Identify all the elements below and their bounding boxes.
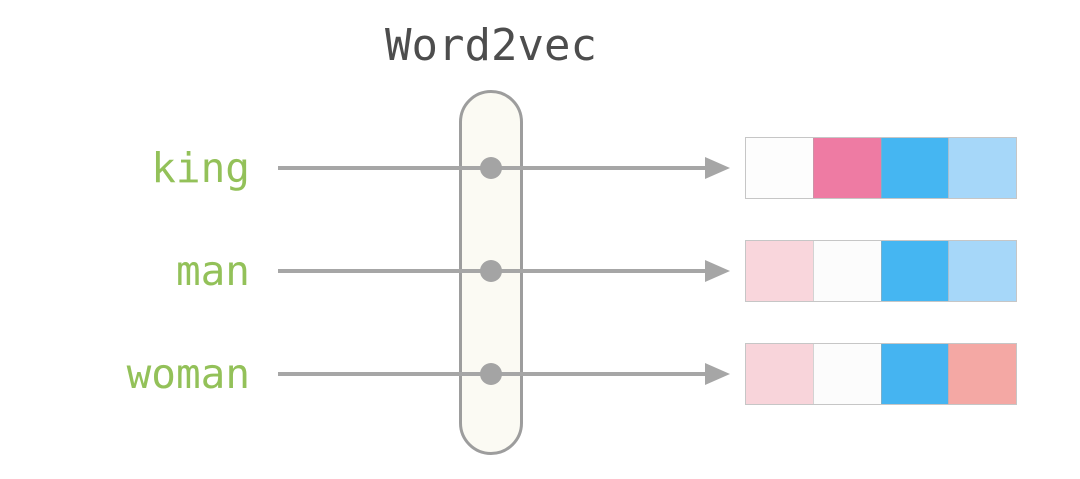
vector-cell [948, 344, 1016, 404]
word-label: man [175, 247, 250, 295]
word-label: king [151, 144, 250, 192]
vector-cell [880, 241, 949, 301]
embedding-vector [745, 343, 1017, 405]
embedding-row-woman: woman [0, 343, 1080, 405]
arrow-right-icon [278, 157, 730, 179]
arrow-right-icon [278, 260, 730, 282]
encoder-node-dot [480, 157, 502, 179]
vector-cell [948, 138, 1016, 198]
vector-cell [812, 344, 881, 404]
vector-cell [880, 138, 949, 198]
vector-cell [812, 241, 881, 301]
embedding-row-man: man [0, 240, 1080, 302]
vector-cell [948, 241, 1016, 301]
embedding-row-king: king [0, 137, 1080, 199]
word-label: woman [126, 350, 250, 398]
embedding-vector [745, 137, 1017, 199]
diagram-title: Word2vec [385, 20, 597, 71]
vector-cell [812, 138, 881, 198]
vector-cell [880, 344, 949, 404]
arrow-right-icon [278, 363, 730, 385]
vector-cell [746, 241, 813, 301]
vector-cell [746, 344, 813, 404]
encoder-node-dot [480, 260, 502, 282]
embedding-vector [745, 240, 1017, 302]
encoder-node-dot [480, 363, 502, 385]
vector-cell [746, 138, 813, 198]
